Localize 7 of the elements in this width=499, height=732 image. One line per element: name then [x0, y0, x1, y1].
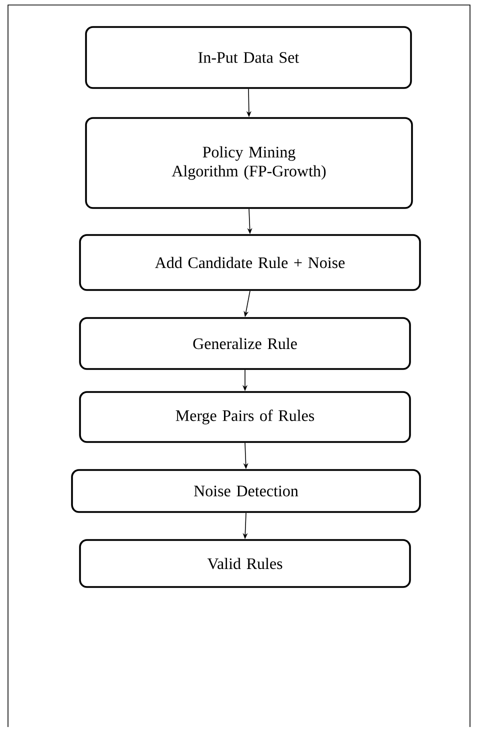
process-box: Generalize Rule	[79, 317, 411, 370]
process-box: Merge Pairs of Rules	[79, 391, 411, 443]
process-box: Policy Mining Algorithm (FP-Growth)	[85, 117, 413, 209]
process-box: Add Candidate Rule + Noise	[79, 234, 421, 291]
process-box: Valid Rules	[79, 539, 411, 588]
process-box: Noise Detection	[71, 469, 421, 513]
process-box: In-Put Data Set	[85, 26, 412, 89]
